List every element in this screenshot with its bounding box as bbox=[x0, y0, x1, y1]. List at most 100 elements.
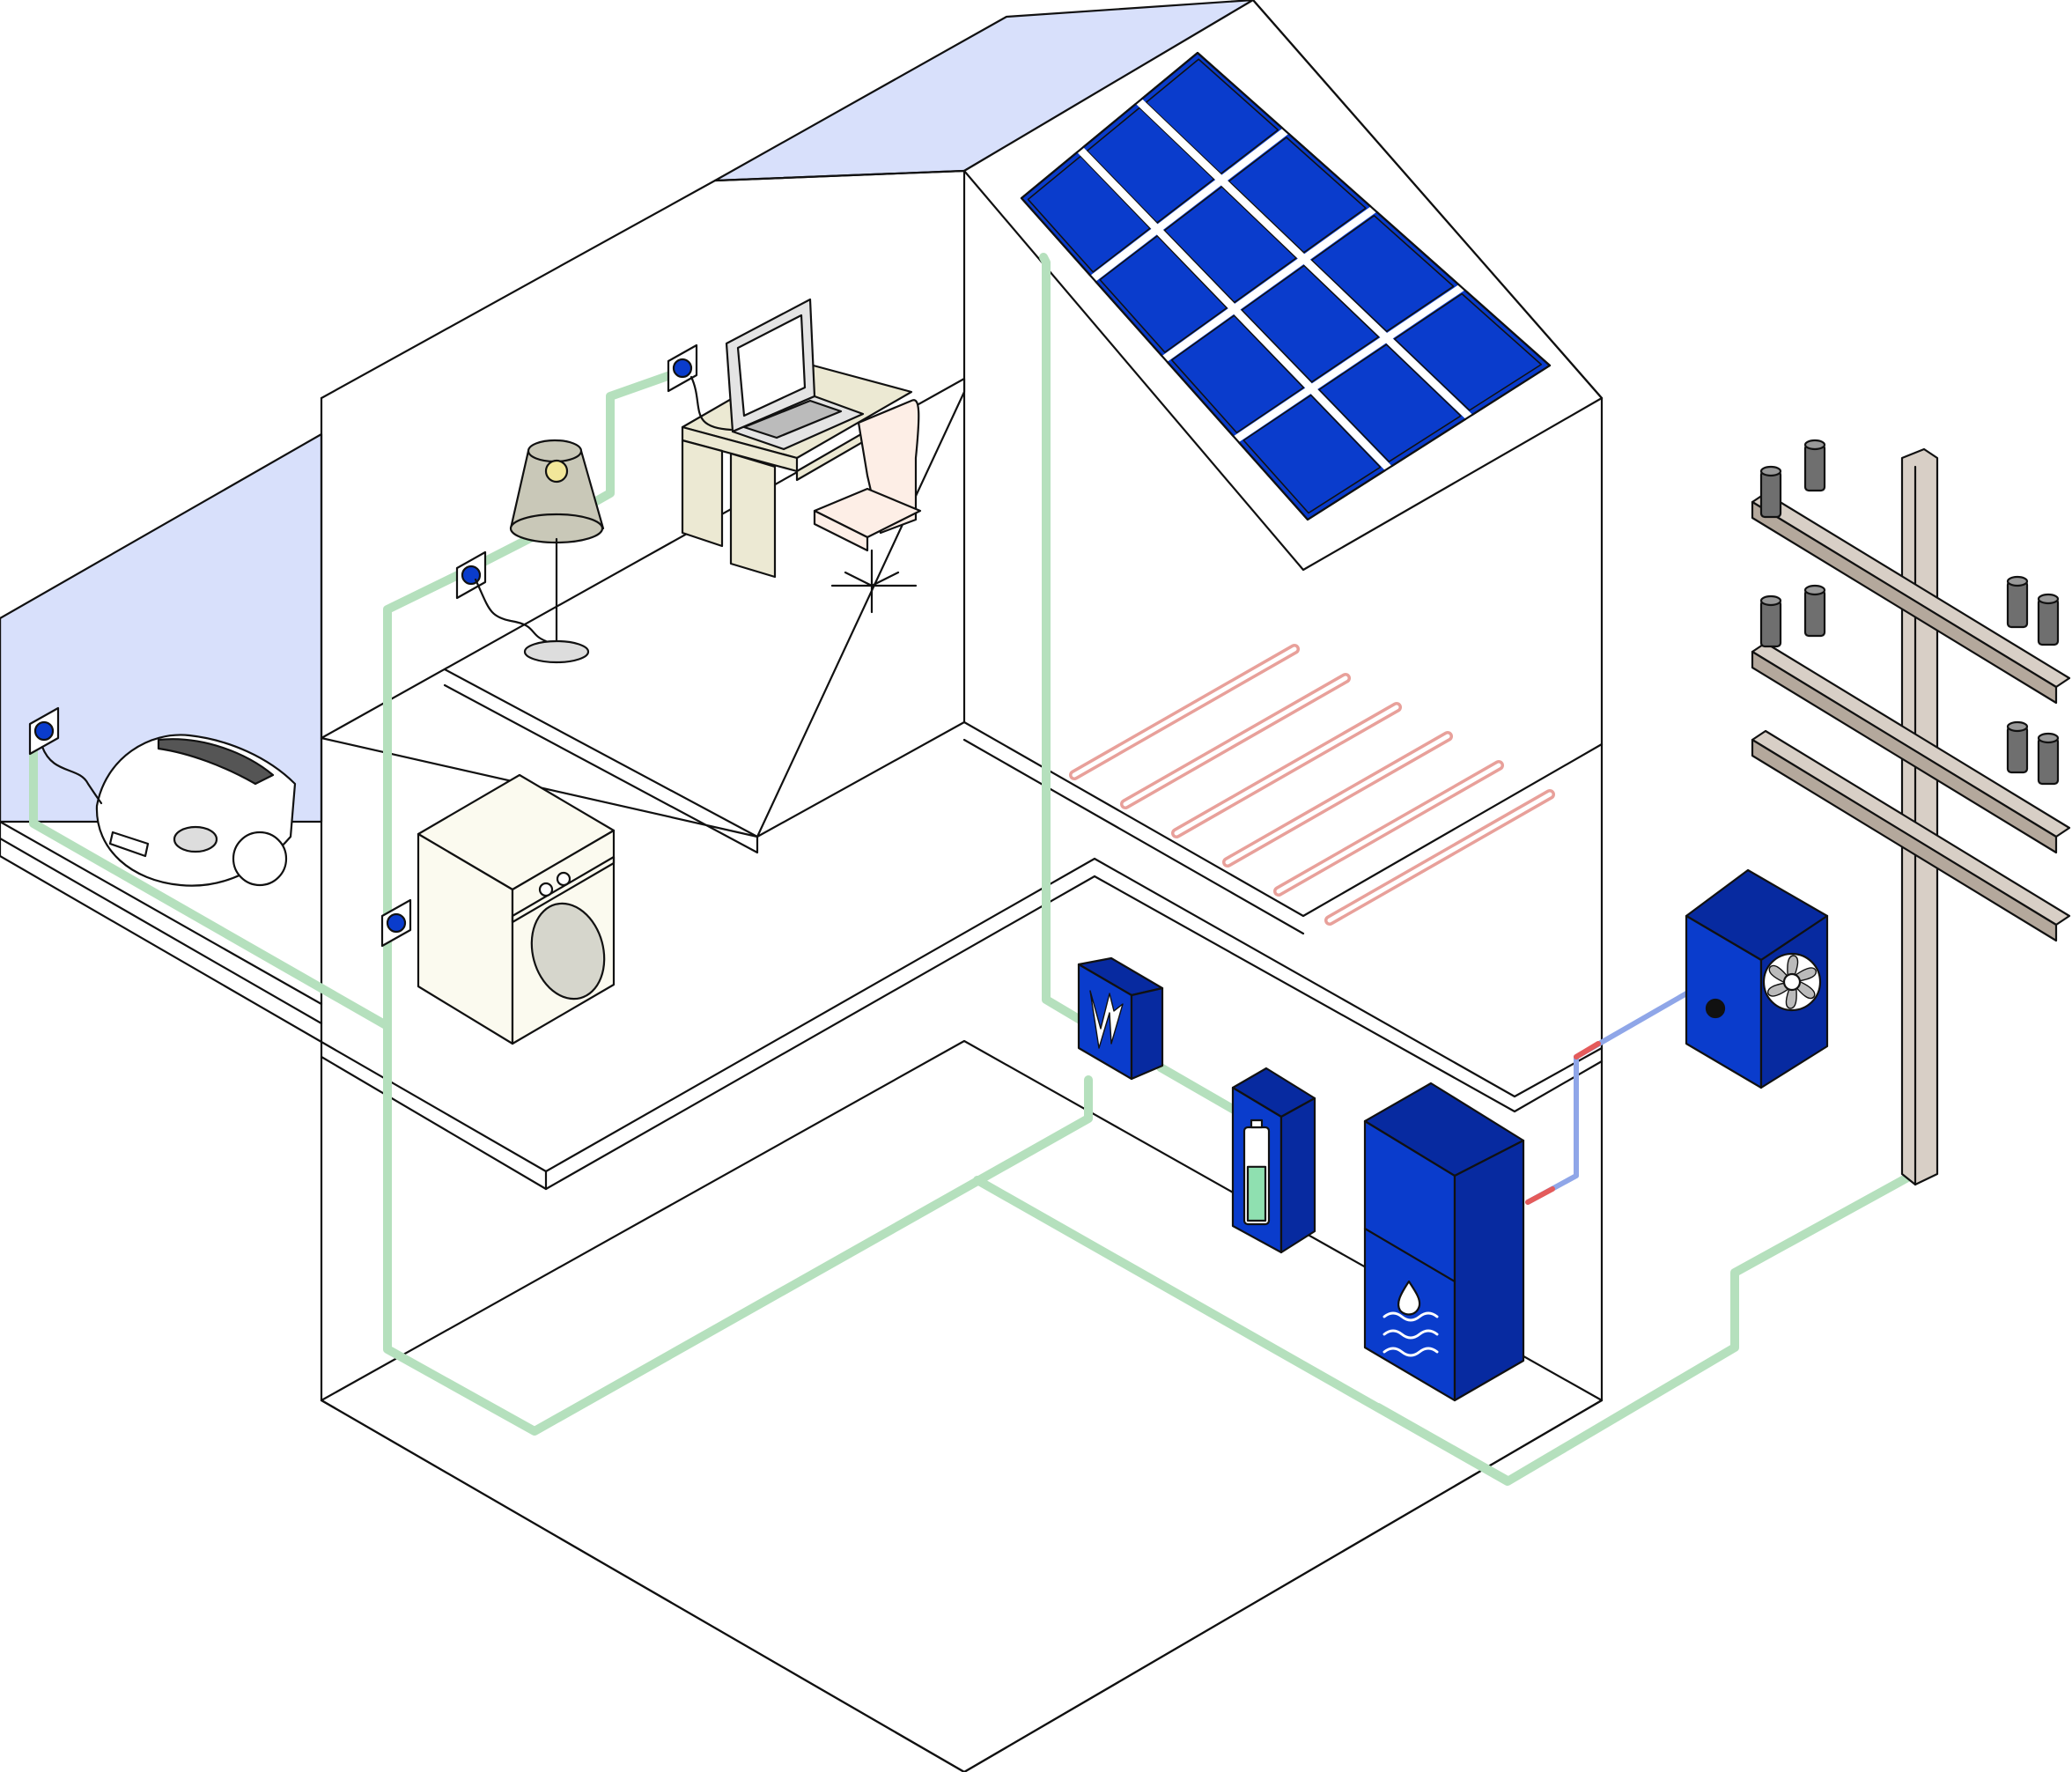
washer-knob bbox=[538, 882, 554, 897]
washer-knob bbox=[556, 871, 571, 887]
insulator bbox=[1803, 588, 1826, 638]
insulator bbox=[2037, 736, 2060, 786]
insulator bbox=[1803, 443, 1826, 492]
cable-solar-inverter bbox=[1039, 253, 1088, 1026]
solar-gap bbox=[1134, 97, 1473, 421]
water-wave bbox=[1383, 1329, 1439, 1340]
pipe-hot bbox=[1574, 1041, 1601, 1060]
solar-outline bbox=[1020, 51, 1552, 521]
insulator bbox=[1759, 599, 1782, 648]
upper-floor-edge-left bbox=[443, 668, 759, 854]
pole-post bbox=[1900, 447, 1939, 1186]
car-window bbox=[157, 738, 275, 786]
fan-hub bbox=[1782, 972, 1802, 992]
middle-slab-right-2 bbox=[544, 875, 1096, 1191]
insulator bbox=[1759, 469, 1782, 519]
car-charge-cable bbox=[41, 745, 103, 805]
heating-pipe bbox=[1069, 644, 1555, 926]
insulator-cap bbox=[1759, 594, 1782, 607]
insulator-cap bbox=[2006, 575, 2029, 587]
tank-split bbox=[1363, 1227, 1456, 1283]
desk-leg-left bbox=[681, 439, 724, 548]
solar-cell bbox=[1086, 107, 1215, 224]
middle-slab-right bbox=[544, 857, 1096, 1173]
solar-gap bbox=[1161, 205, 1378, 363]
garage-floor-inner bbox=[0, 837, 323, 1025]
car-icon bbox=[41, 734, 297, 887]
crossarm-low-side bbox=[1751, 738, 2058, 942]
lightning-bolt-icon bbox=[1077, 956, 1164, 1081]
fan-icon bbox=[1685, 868, 1829, 1089]
battery-side bbox=[1279, 1096, 1316, 1254]
cable-garage bbox=[29, 734, 392, 1030]
cable-lamp bbox=[455, 365, 689, 579]
crossarm-top-side bbox=[1751, 500, 2058, 705]
water-drop-glyph bbox=[1397, 1280, 1421, 1316]
solar-cell bbox=[1241, 264, 1380, 383]
cable-tank bbox=[1374, 1403, 1510, 1484]
tank-side bbox=[1453, 1139, 1525, 1402]
garage-floor bbox=[0, 820, 323, 1006]
chair-base bbox=[830, 571, 918, 614]
car-plate bbox=[108, 831, 150, 858]
crossarm-mid-side bbox=[1751, 650, 2058, 854]
solar-cell bbox=[1027, 155, 1151, 273]
washer-panel bbox=[511, 855, 616, 924]
laptop-icon bbox=[681, 298, 913, 579]
cable-inverter-battery bbox=[1156, 1063, 1246, 1119]
insulator-cap bbox=[2037, 593, 2060, 605]
lamp-top bbox=[527, 439, 583, 463]
pipe-hot bbox=[1525, 1186, 1555, 1205]
upper-right-floor bbox=[962, 720, 1604, 918]
laptop-cord bbox=[689, 375, 733, 432]
solar-cell bbox=[1393, 292, 1543, 411]
solar-panel-array-icon bbox=[1020, 51, 1552, 521]
car-wheel bbox=[232, 831, 288, 887]
heatpump-port bbox=[1705, 998, 1726, 1019]
upper-floor-front bbox=[756, 720, 966, 838]
power-cables bbox=[29, 253, 1915, 1486]
insulator-cap bbox=[1759, 465, 1782, 477]
water-wave bbox=[1383, 1311, 1439, 1322]
heating-coil-icon bbox=[1069, 644, 1555, 926]
mid-right-floor bbox=[1093, 857, 1604, 1098]
insulator-cap bbox=[2037, 732, 2060, 744]
insulator bbox=[2006, 580, 2029, 629]
lamp-icon bbox=[474, 439, 605, 664]
solar-cell bbox=[1170, 314, 1305, 434]
utility-socket bbox=[386, 912, 407, 934]
laptop-keyboard bbox=[742, 399, 843, 439]
roof-eave bbox=[1251, 0, 1604, 400]
gable-edge bbox=[320, 169, 966, 724]
mid-right-floor-2 bbox=[1093, 875, 1604, 1113]
cable-grid bbox=[973, 1171, 1915, 1486]
washing-machine-icon bbox=[417, 773, 616, 1045]
insulator-cap bbox=[2006, 720, 2029, 733]
battery-icon bbox=[1231, 1067, 1316, 1254]
solar-cell bbox=[1228, 137, 1367, 254]
lamp-base bbox=[523, 639, 590, 664]
solar-cell bbox=[1310, 215, 1455, 333]
insulator-cap bbox=[1803, 584, 1826, 596]
insulator-cap bbox=[1803, 439, 1826, 451]
solar-gap bbox=[1232, 283, 1466, 444]
desk-socket bbox=[672, 358, 693, 379]
laptop-display bbox=[736, 314, 807, 417]
middle-slab bbox=[320, 1040, 548, 1191]
lightning-bolt-glyph bbox=[1089, 990, 1124, 1049]
battery-charge bbox=[1246, 1165, 1267, 1222]
solar-gap bbox=[1088, 127, 1290, 283]
solar-cell bbox=[1099, 234, 1228, 353]
solar-cell bbox=[1163, 186, 1297, 304]
inverter-side bbox=[1130, 986, 1164, 1081]
cable-inverter-main bbox=[383, 570, 1093, 1436]
washer-door bbox=[530, 902, 606, 1000]
solar-gap bbox=[1076, 145, 1393, 473]
utility-pole-icon bbox=[1751, 439, 2071, 1186]
water-wave bbox=[1383, 1347, 1439, 1357]
garage-outline bbox=[0, 617, 323, 1044]
heating-pipe-inner bbox=[1072, 646, 1552, 923]
water-drop-icon bbox=[1363, 1082, 1525, 1402]
battery-cap bbox=[1250, 1119, 1264, 1129]
